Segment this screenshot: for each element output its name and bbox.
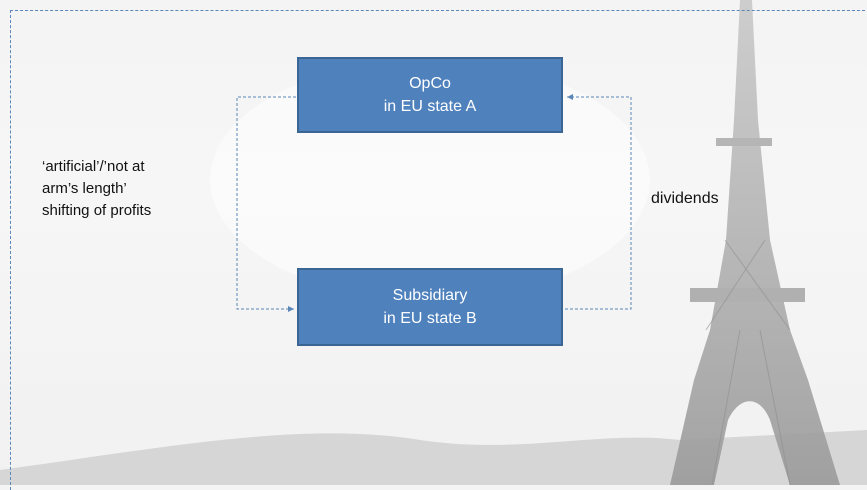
subsidiary-box: Subsidiary in EU state B (297, 268, 563, 346)
subsidiary-subtitle: in EU state B (383, 310, 477, 327)
opco-subtitle: in EU state A (383, 98, 477, 115)
profit-shifting-line-1: ‘artificial’/’not at (42, 158, 145, 175)
dashed-frame (10, 10, 867, 490)
profit-shifting-connector (236, 96, 296, 312)
opco-box: OpCo in EU state A (297, 57, 563, 133)
subsidiary-title: Subsidiary (392, 287, 468, 304)
dividends-label: dividends (651, 190, 719, 207)
dividends-connector (565, 94, 632, 310)
profit-shifting-label: ‘artificial’/’not at arm’s length’ shift… (42, 156, 232, 222)
opco-title: OpCo (409, 75, 451, 92)
profit-shifting-line-2: arm’s length’ (42, 180, 127, 197)
profit-shifting-line-3: shifting of profits (42, 202, 152, 219)
